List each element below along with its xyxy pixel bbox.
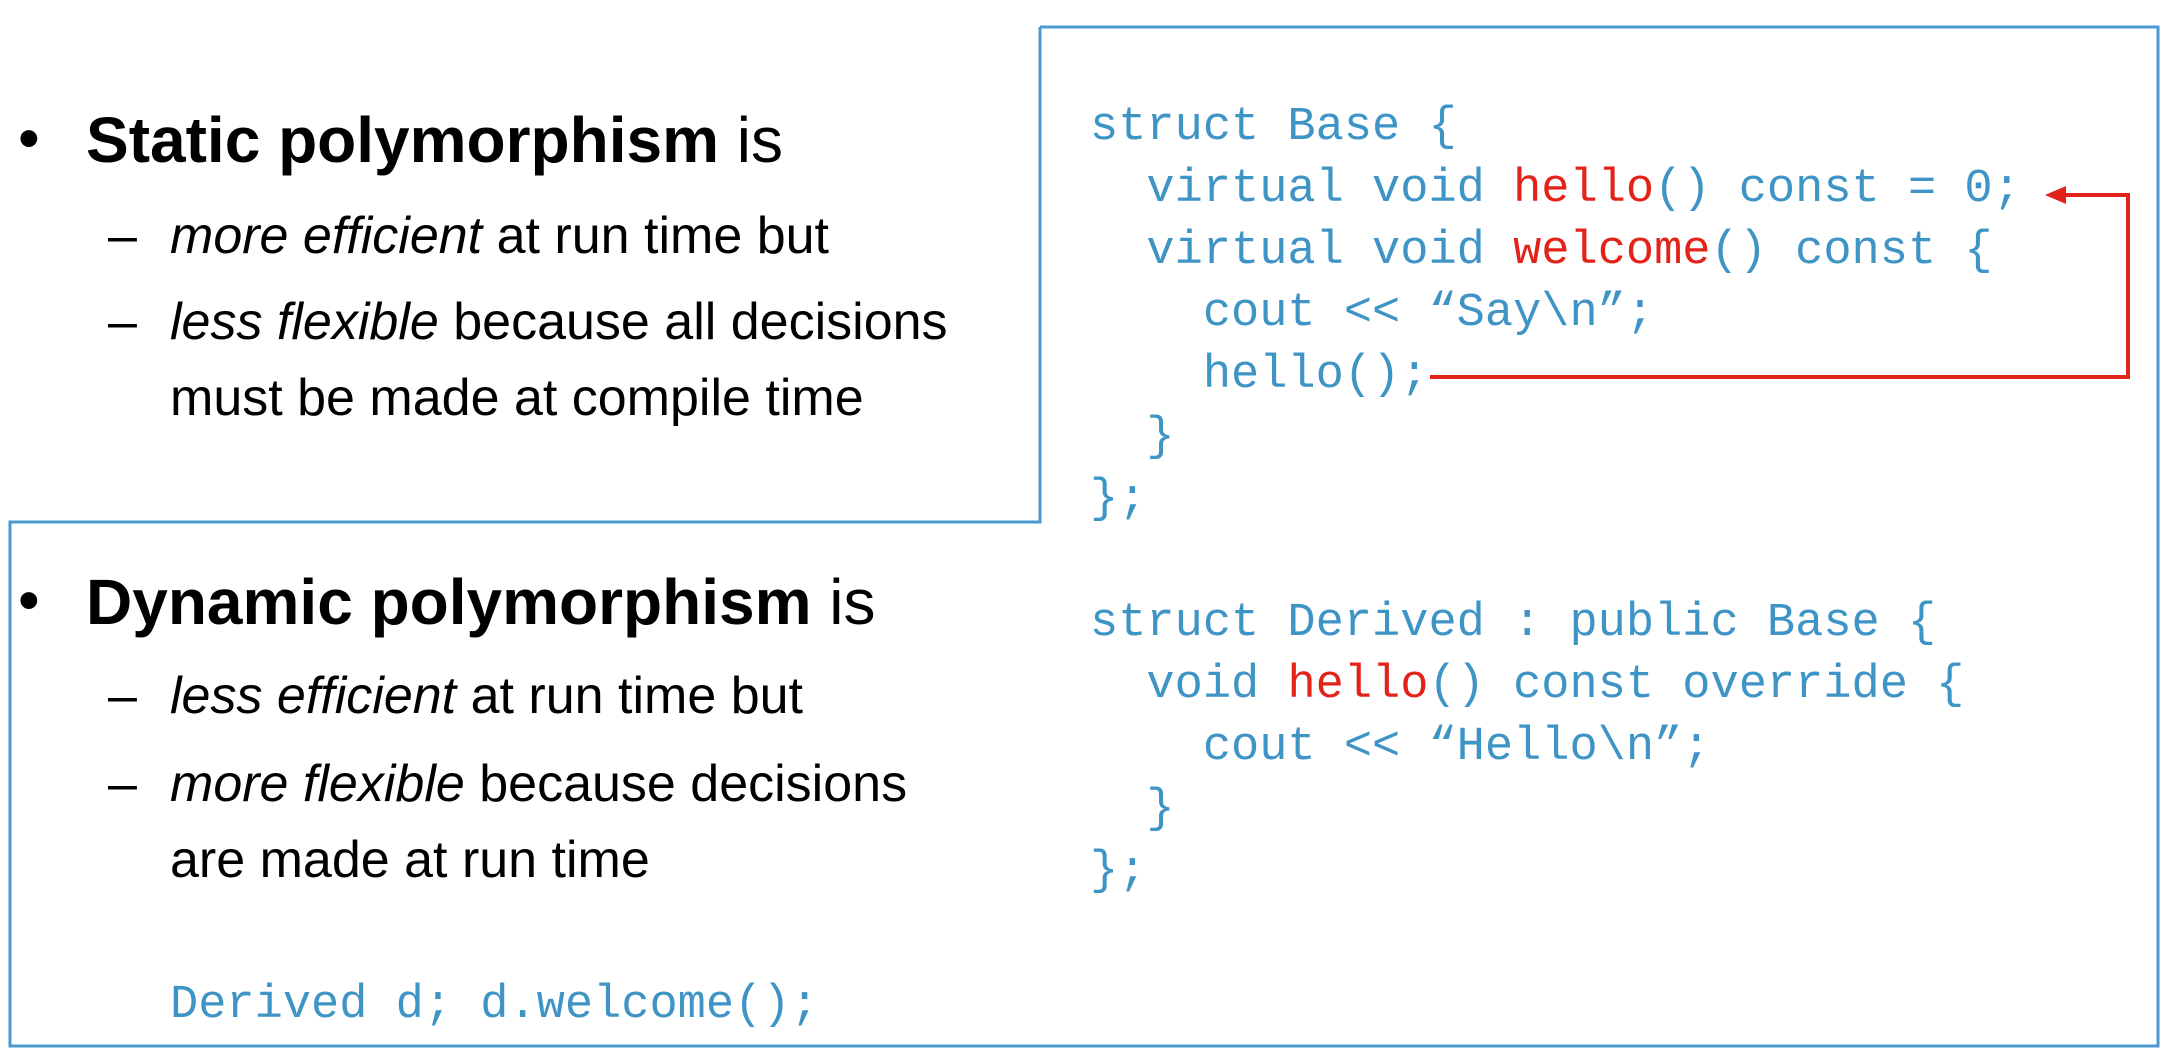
code-line: struct Derived : public Base { [1090,600,1936,647]
arrow-head-icon [2045,186,2066,204]
code-text: () const = 0; [1654,163,2021,216]
code-text: struct Derived : public Base { [1090,597,1937,650]
code-line: } [1090,783,1175,836]
code-line: }; [1090,848,1146,895]
usage-code: Derived d; d.welcome(); [170,979,819,1032]
code-text: void [1090,659,1288,712]
bullet-static: • [18,104,40,173]
dynamic-heading: Dynamic polymorphism is [86,566,876,638]
arrow-path [1430,193,2130,379]
dynamic-point-2: more flexible because decisions [170,755,908,813]
code-text: virtual void [1090,225,1514,278]
bullet-dynamic: • [18,566,40,635]
dynamic-point-2-continuation: are made at run time [170,831,650,889]
static-point-1: more efficient at run time but [170,207,829,265]
code-text: () const override { [1428,659,1965,712]
code-line: } [1090,411,1175,464]
code-text: } [1090,411,1175,464]
dash-dynamic-1: – [108,667,137,725]
code-highlight: welcome [1513,225,1711,278]
code-text: cout << “Hello\n”; [1090,721,1711,774]
code-line: struct Base { [1090,104,1457,151]
code-line: void hello() const override { [1090,662,1964,709]
code-line: virtual void hello() const = 0; [1090,163,2021,216]
code-text: virtual void [1090,163,1514,216]
code-text: }; [1090,845,1147,898]
dash-dynamic-2: – [108,755,137,813]
dash-static-1: – [108,207,137,265]
dash-static-2: – [108,293,137,351]
code-text: }; [1090,473,1147,526]
code-text: hello(); [1090,349,1429,402]
code-highlight: hello [1287,659,1429,712]
code-text: () const { [1710,225,1993,278]
code-line: virtual void welcome() const { [1090,225,1993,278]
code-line: cout << “Hello\n”; [1090,724,1711,771]
static-point-2-continuation: must be made at compile time [170,369,864,427]
static-heading: Static polymorphism is [86,104,783,176]
code-line: hello(); [1090,349,1429,402]
code-highlight: hello [1513,163,1655,216]
code-text: } [1090,783,1175,836]
dynamic-point-1: less efficient at run time but [170,667,803,725]
code-line: }; [1090,476,1146,523]
code-text: struct Base { [1090,101,1457,154]
code-text: cout << “Say\n”; [1090,287,1655,340]
code-line: cout << “Say\n”; [1090,290,1654,337]
static-point-2: less flexible because all decisions [170,293,948,351]
